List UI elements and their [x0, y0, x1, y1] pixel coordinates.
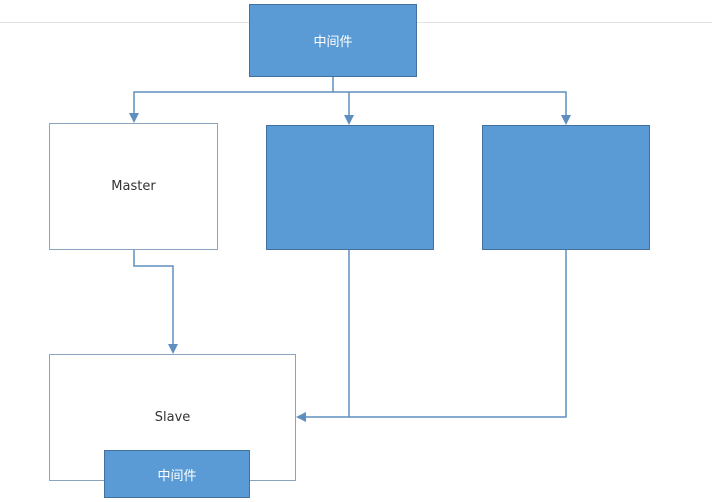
master-label: Master [111, 179, 156, 194]
arrowhead-box-2 [344, 115, 354, 125]
arrowhead-slave-top [168, 344, 178, 354]
edge-middleware-top-to-box-3 [333, 91, 567, 116]
middleware-bottom-label: 中间件 [157, 468, 197, 484]
arrowhead-box-3 [561, 115, 571, 125]
arrowhead-slave-right [296, 412, 306, 422]
master-node: Master [49, 123, 218, 250]
box-3-node [482, 125, 650, 250]
middleware-top-node: 中间件 [249, 4, 417, 77]
edge-box-3-to-slave [305, 250, 567, 418]
middleware-top-label: 中间件 [313, 35, 353, 50]
slave-label: Slave [154, 410, 191, 425]
arrowhead-master [129, 113, 139, 123]
edge-middleware-top-to-master [133, 77, 334, 114]
middleware-bottom-node: 中间件 [104, 450, 250, 498]
edge-master-to-slave [133, 250, 174, 345]
box-2-node [266, 125, 434, 250]
